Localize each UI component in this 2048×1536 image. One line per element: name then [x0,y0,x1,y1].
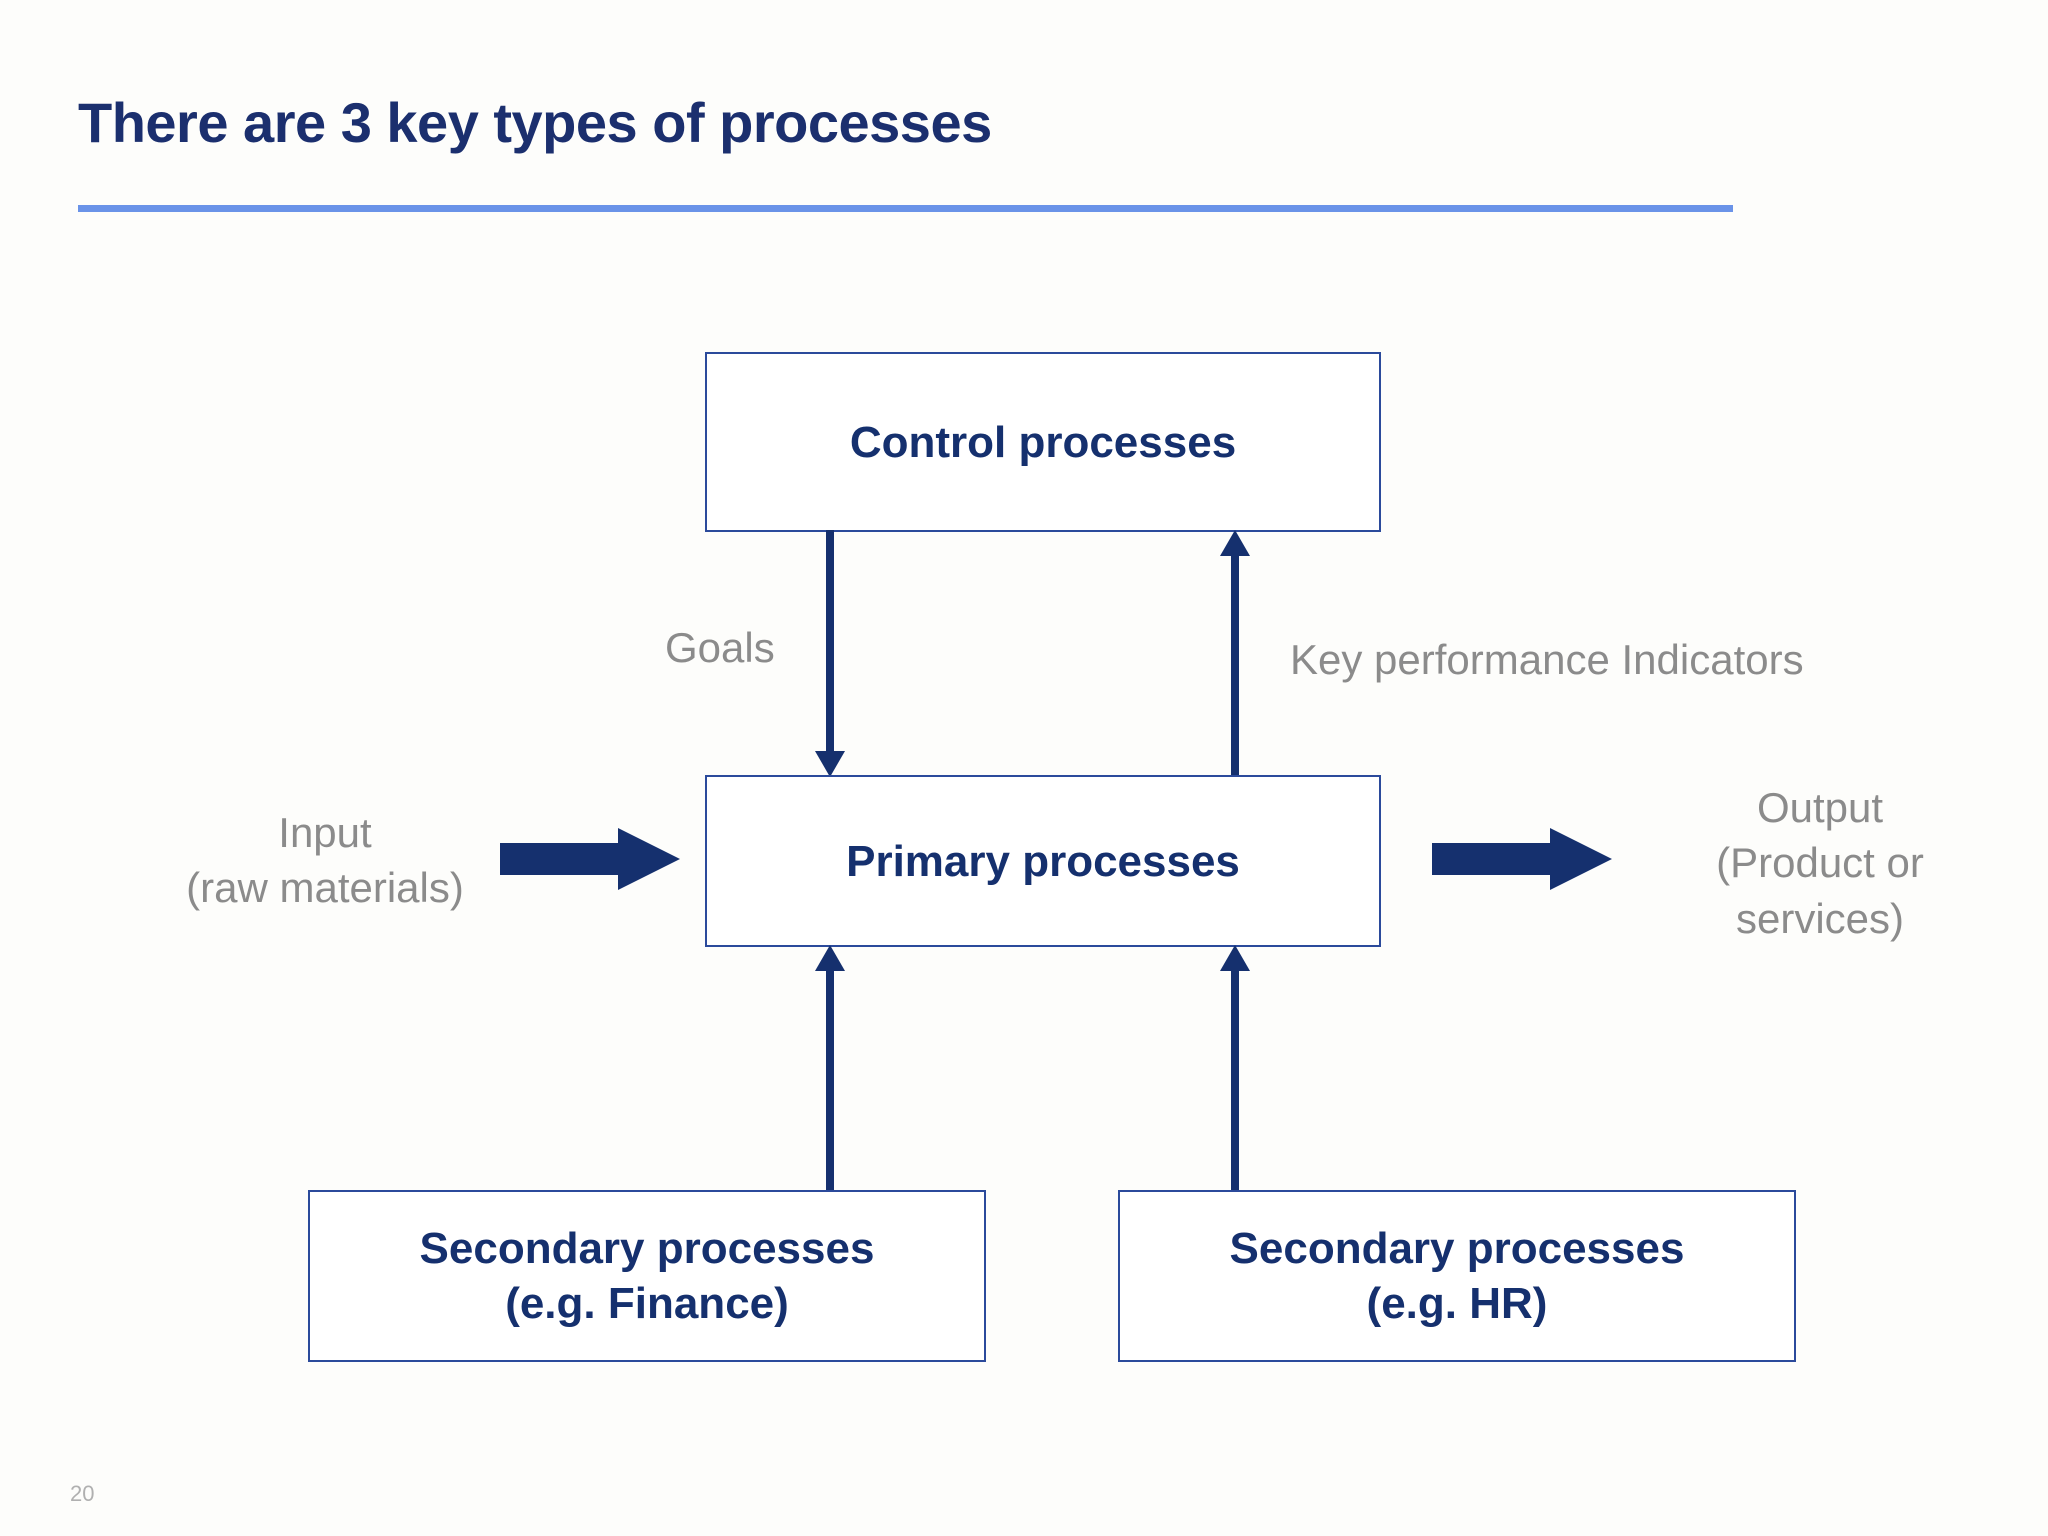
hr-arrow-head [1220,945,1250,971]
output-label-line2: (Product or [1716,839,1924,887]
secondary-processes-finance-box[interactable]: Secondary processes (e.g. Finance) [308,1190,986,1362]
primary-processes-box[interactable]: Primary processes [705,775,1381,947]
finance-arrow-shaft [826,965,834,1192]
secondary-processes-hr-box[interactable]: Secondary processes (e.g. HR) [1118,1190,1796,1362]
goals-label: Goals [665,624,775,671]
finance-arrow-up [808,945,852,1192]
output-block-arrow [1432,828,1612,890]
goals-arrow-head [815,751,845,777]
page-number: 20 [70,1481,95,1506]
secondary-finance-label: Secondary processes (e.g. Finance) [420,1221,875,1331]
title-divider-rule [78,205,1733,212]
goals-arrow-down [808,530,852,777]
output-arrow-shaft [1432,843,1552,875]
output-label-line1: Output [1756,784,1884,831]
hr-arrow-shaft [1231,965,1239,1192]
input-label-line1: Input [278,809,372,856]
input-arrow-head [618,828,680,890]
output-arrow-head [1550,828,1612,890]
control-processes-box[interactable]: Control processes [705,352,1381,532]
finance-arrow-head [815,945,845,971]
secondary-finance-label-line1: Secondary processes [419,1224,875,1273]
kpi-arrow-up [1213,530,1257,777]
output-label: Output (Product or services) [1650,780,1990,946]
kpi-arrow-shaft [1231,550,1239,777]
key-performance-indicators-label: Key performance Indicators [1290,636,1804,683]
primary-processes-label: Primary processes [846,836,1240,886]
page-title: There are 3 key types of processes [78,91,992,154]
hr-arrow-up [1213,945,1257,1192]
input-arrow-shaft [500,843,620,875]
secondary-finance-label-line2: (e.g. Finance) [505,1279,789,1328]
kpi-arrow-head [1220,530,1250,556]
output-label-line3: services) [1735,894,1905,942]
goals-arrow-shaft [826,530,834,757]
secondary-hr-label-line2: (e.g. HR) [1366,1279,1548,1328]
input-label: Input (raw materials) [160,805,490,916]
secondary-hr-label-line1: Secondary processes [1229,1224,1685,1273]
control-processes-label: Control processes [849,417,1237,467]
secondary-hr-label: Secondary processes (e.g. HR) [1230,1221,1685,1331]
input-label-line2: (raw materials) [186,864,464,912]
input-block-arrow [500,828,680,890]
